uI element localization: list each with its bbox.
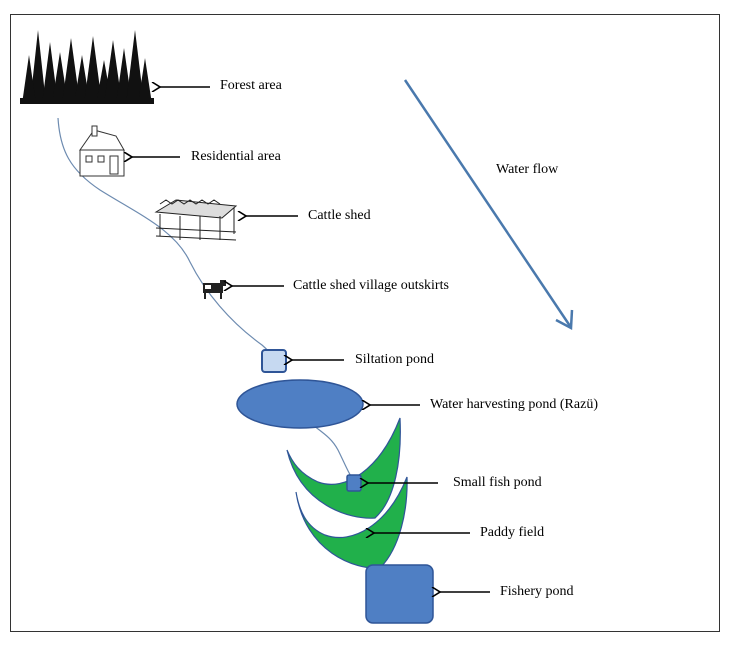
paddy-field-upper <box>286 417 401 519</box>
pine-trees-icon <box>20 30 154 104</box>
small-fish-pond-shape <box>346 474 362 492</box>
label-cattle-shed: Cattle shed <box>308 208 371 223</box>
harvesting-pond-shape <box>236 379 364 429</box>
fishery-pond-shape <box>365 564 434 624</box>
house-icon <box>79 125 125 177</box>
stream-line <box>57 117 279 367</box>
label-fishery-pond: Fishery pond <box>500 584 574 599</box>
label-siltation-pond: Siltation pond <box>355 352 434 367</box>
label-water-flow: Water flow <box>496 162 559 177</box>
siltation-pond-shape <box>261 349 287 373</box>
label-paddy-field: Paddy field <box>480 525 545 540</box>
cow-icon <box>203 280 226 299</box>
label-residential-area: Residential area <box>191 149 281 164</box>
label-forest-area: Forest area <box>220 78 282 93</box>
label-small-fish-pond: Small fish pond <box>453 475 542 490</box>
label-cattle-shed-outskirts: Cattle shed village outskirts <box>293 278 449 293</box>
label-water-harvesting-pond: Water harvesting pond (Razü) <box>430 397 598 412</box>
diagram-frame <box>10 14 720 632</box>
cattle-shed-icon <box>154 199 238 241</box>
water-flow-arrow <box>403 79 574 331</box>
paddy-field-lower <box>295 476 408 569</box>
